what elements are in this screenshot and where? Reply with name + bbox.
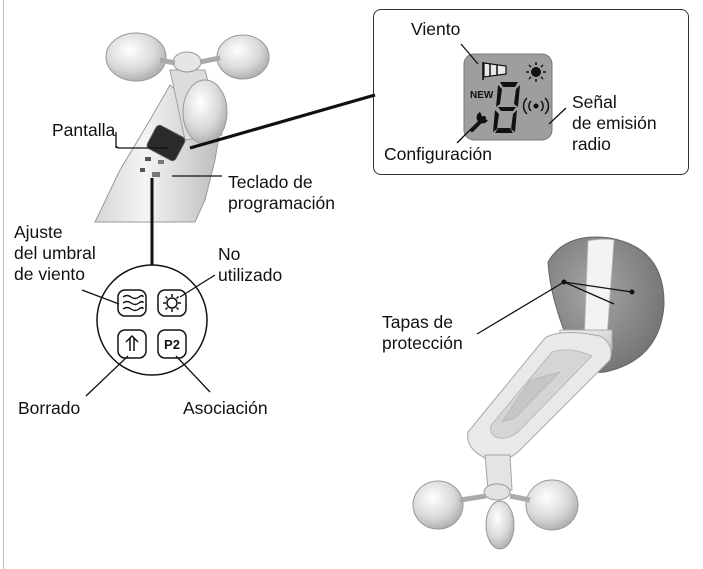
teclado-label-line1: Teclado de [228,172,313,192]
display-lcd: NEW [463,53,553,141]
ajuste-label-line1: Ajuste [14,222,63,242]
teclado-label: Teclado de programación [228,172,335,214]
rotor-hub [172,51,202,73]
configuracion-leader [456,127,473,144]
new-badge: NEW [470,90,494,101]
no-utilizado-label: No utilizado [218,244,282,286]
left-frame-border [3,0,4,569]
ajuste-label: Ajuste del umbral de viento [14,222,96,285]
asociacion-leader [175,355,211,393]
teclado-label-line2: programación [228,193,335,213]
asociacion-label: Asociación [183,398,268,418]
keypad-circle [96,264,208,376]
tapas-label-line1: Tapas de [382,312,454,332]
left-cup [105,32,167,82]
device-display [146,124,186,162]
ajuste-label-line3: de viento [14,264,86,284]
bottom-left-cup [412,480,464,530]
keypad-zoom: P2 [96,264,208,376]
tapas-label: Tapas de protección [382,312,463,354]
pairing-key-label: P2 [164,337,180,352]
ajuste-label-line2: del umbral [14,243,96,263]
wind-threshold-key[interactable] [117,289,147,317]
bottom-right-cup [525,479,579,531]
double-arrow-up-icon [125,334,139,351]
no-utilizado-line2: utilizado [218,265,283,285]
pantalla-leader [115,145,168,149]
configuracion-label: Configuración [384,144,492,164]
senal-line3: radio [572,134,611,154]
erase-key[interactable] [117,329,147,359]
radio-signal-icon [522,97,550,115]
pantalla-label: Pantalla [52,120,116,140]
viento-leader [460,43,479,65]
borrado-leader [85,355,129,397]
seven-segment-digit [493,82,520,133]
senal-label: Señal de emisión radio [572,92,657,155]
pairing-key[interactable]: P2 [157,329,187,359]
ajuste-leader [81,289,120,305]
anemometer-bottom [412,236,665,550]
unused-key[interactable] [157,289,187,317]
senal-leader [548,107,567,125]
no-utilizado-leader [179,274,216,298]
sun-icon [163,294,181,312]
viento-label: Viento [411,19,461,39]
senal-line2: de emisión [572,113,657,133]
bottom-front-cup [485,500,515,550]
senal-line1: Señal [572,92,617,112]
tapas-label-line2: protección [382,333,463,353]
wrench-icon [470,112,488,132]
lcd-sun-icon [526,62,546,82]
right-cup [216,34,270,80]
no-utilizado-line1: No [218,244,241,264]
front-cup [182,79,228,145]
borrado-label: Borrado [18,398,81,418]
windsock-icon [482,62,507,80]
